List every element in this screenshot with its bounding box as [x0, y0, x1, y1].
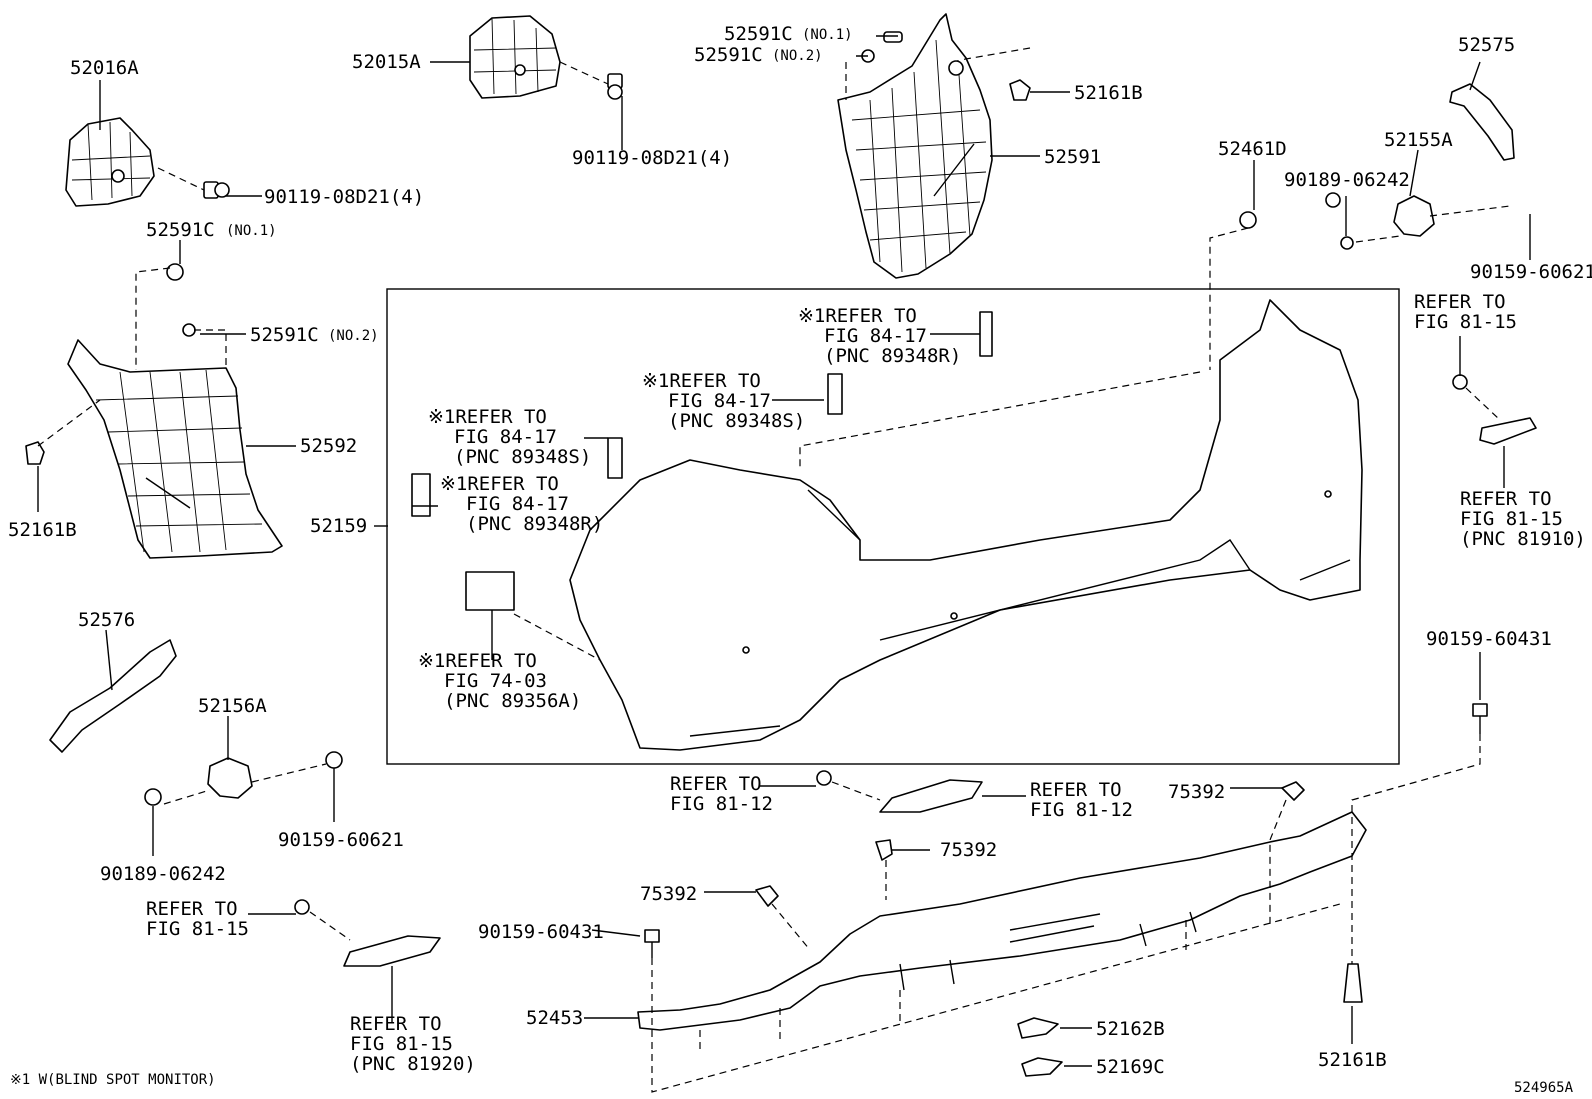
ref-note-r9: REFER TO FIG 81-12 — [1030, 779, 1133, 821]
label-90189-right: 90189-06242 — [1284, 169, 1410, 191]
ref-note-r2: ※1REFER TO FIG 84-17 (PNC 89348S) — [642, 370, 805, 432]
ref-note-line: FIG 81-12 — [1030, 799, 1133, 821]
liner-52592-illustration — [67, 339, 283, 559]
ref-note-line: FIG 81-15 — [350, 1033, 453, 1055]
label-bolt-upper-center: 90119-08D21(4) — [572, 147, 732, 169]
diagram-id: 524965A — [1514, 1080, 1574, 1096]
ref-note-line: ※1REFER TO — [418, 650, 537, 672]
retainer-52155A-illustration — [1393, 195, 1435, 237]
label-52453: 52453 — [526, 1007, 583, 1029]
label-52161B-left: 52161B — [8, 519, 77, 541]
label-52159: 52159 — [310, 515, 367, 537]
label-75392-c: 75392 — [640, 883, 697, 905]
label-52591: 52591 — [1044, 146, 1101, 168]
bracket-52575-illustration — [1449, 83, 1515, 161]
part-labels: 52016A 90119-08D21(4) 52015A 90119-08D21… — [8, 23, 1592, 1078]
label-52162B: 52162B — [1096, 1018, 1165, 1040]
label-52015A: 52015A — [352, 51, 421, 73]
label-52591C-no2-left-note: (NO.2) — [328, 328, 379, 344]
ref-note-r4: ※1REFER TO FIG 84-17 (PNC 89348R) — [440, 473, 603, 535]
label-52169C: 52169C — [1096, 1056, 1165, 1078]
screw-icon — [644, 703, 1488, 1003]
label-75392-b: 75392 — [940, 839, 997, 861]
bracket-52016A-illustration — [65, 117, 155, 207]
footnote: ※1 W(BLIND SPOT MONITOR) — [10, 1072, 216, 1088]
label-52591C-no1-left-note: (NO.1) — [226, 223, 277, 239]
label-52161B-top: 52161B — [1074, 82, 1143, 104]
label-52016A: 52016A — [70, 57, 139, 79]
ref-note-r6: REFER TO FIG 81-15 — [1414, 291, 1517, 333]
ref-note-r10: REFER TO FIG 81-15 — [146, 898, 249, 940]
leader-lines — [37, 35, 1531, 1067]
cover-52162B-52169C-illustration — [1017, 1017, 1063, 1077]
label-90189-left: 90189-06242 — [100, 863, 226, 885]
ref-note-line: REFER TO — [1030, 779, 1122, 801]
ref-note-r5: ※1REFER TO FIG 74-03 (PNC 89356A) — [418, 650, 581, 712]
ref-note-line: ※1REFER TO — [642, 370, 761, 392]
ref-note-line: (PNC 89348R) — [466, 513, 603, 535]
label-52575: 52575 — [1458, 34, 1515, 56]
label-52591C-no1-top-note: (NO.1) — [802, 27, 853, 43]
ref-note-line: (PNC 89348S) — [668, 410, 805, 432]
ref-note-line: FIG 81-15 — [146, 918, 249, 940]
label-90159-60431-left: 90159-60431 — [478, 921, 604, 943]
bumper-cover-52159-illustration — [411, 299, 1363, 751]
ref-note-line: FIG 74-03 — [444, 670, 547, 692]
clip-75392-icon — [755, 781, 1305, 907]
ref-note-r11: REFER TO FIG 81-15 (PNC 81920) — [350, 1013, 476, 1075]
ref-note-line: REFER TO — [670, 773, 762, 795]
reference-notes: ※1REFER TO FIG 84-17 (PNC 89348R) ※1REFE… — [146, 291, 1586, 1075]
ref-note-line: (PNC 89348R) — [824, 345, 961, 367]
label-52592: 52592 — [300, 435, 357, 457]
label-90159-left: 90159-60621 — [278, 829, 404, 851]
ref-note-r3: ※1REFER TO FIG 84-17 (PNC 89348S) — [428, 406, 591, 468]
ref-note-line: (PNC 81920) — [350, 1053, 476, 1075]
label-52591C-no2-left: 52591C — [250, 324, 319, 346]
ref-note-line: ※1REFER TO — [440, 473, 559, 495]
label-52576: 52576 — [78, 609, 135, 631]
label-52161B-bottom: 52161B — [1318, 1049, 1387, 1071]
ref-note-line: FIG 84-17 — [824, 325, 927, 347]
ref-note-line: FIG 84-17 — [466, 493, 569, 515]
label-52591C-no1-left: 52591C — [146, 219, 215, 241]
label-52591C-no2-top-note: (NO.2) — [772, 48, 823, 64]
ref-note-line: REFER TO — [1414, 291, 1506, 313]
ref-note-r8: REFER TO FIG 81-12 — [670, 773, 773, 815]
ref-note-r1: ※1REFER TO FIG 84-17 (PNC 89348R) — [798, 305, 961, 367]
ref-note-r7: REFER TO FIG 81-15 (PNC 81910) — [1460, 488, 1586, 550]
label-52461D: 52461D — [1218, 138, 1287, 160]
ref-note-line: REFER TO — [1460, 488, 1552, 510]
liner-52591-illustration — [837, 13, 993, 279]
ref-note-line: FIG 84-17 — [668, 390, 771, 412]
retainer-52156A-illustration — [207, 757, 253, 799]
ref-note-line: (PNC 81910) — [1460, 528, 1586, 550]
ref-note-line: ※1REFER TO — [798, 305, 917, 327]
ref-note-line: FIG 81-15 — [1414, 311, 1517, 333]
label-52591C-no2-top: 52591C — [694, 44, 763, 66]
bolt-icon — [203, 73, 623, 199]
label-75392-a: 75392 — [1168, 781, 1225, 803]
ref-note-line: (PNC 89356A) — [444, 690, 581, 712]
ref-note-line: FIG 81-12 — [670, 793, 773, 815]
label-90159-60431-right: 90159-60431 — [1426, 628, 1552, 650]
ref-note-line: REFER TO — [350, 1013, 442, 1035]
ref-note-line: (PNC 89348S) — [454, 446, 591, 468]
dashed-connector-lines — [37, 47, 1511, 1093]
ref-note-line: ※1REFER TO — [428, 406, 547, 428]
ref-note-line: FIG 84-17 — [454, 426, 557, 448]
reflector-icon — [343, 417, 1537, 967]
ref-note-line: REFER TO — [146, 898, 238, 920]
lower-bumper-52453-illustration — [637, 811, 1367, 1031]
label-52591C-no1-top: 52591C — [724, 23, 793, 45]
label-52156A: 52156A — [198, 695, 267, 717]
bracket-52576-illustration — [49, 639, 177, 753]
bracket-52015A-illustration — [469, 15, 561, 99]
ref-note-line: FIG 81-15 — [1460, 508, 1563, 530]
label-52155A: 52155A — [1384, 129, 1453, 151]
label-90159-right: 90159-60621 — [1470, 261, 1592, 283]
label-bolt-upper-left: 90119-08D21(4) — [264, 186, 424, 208]
